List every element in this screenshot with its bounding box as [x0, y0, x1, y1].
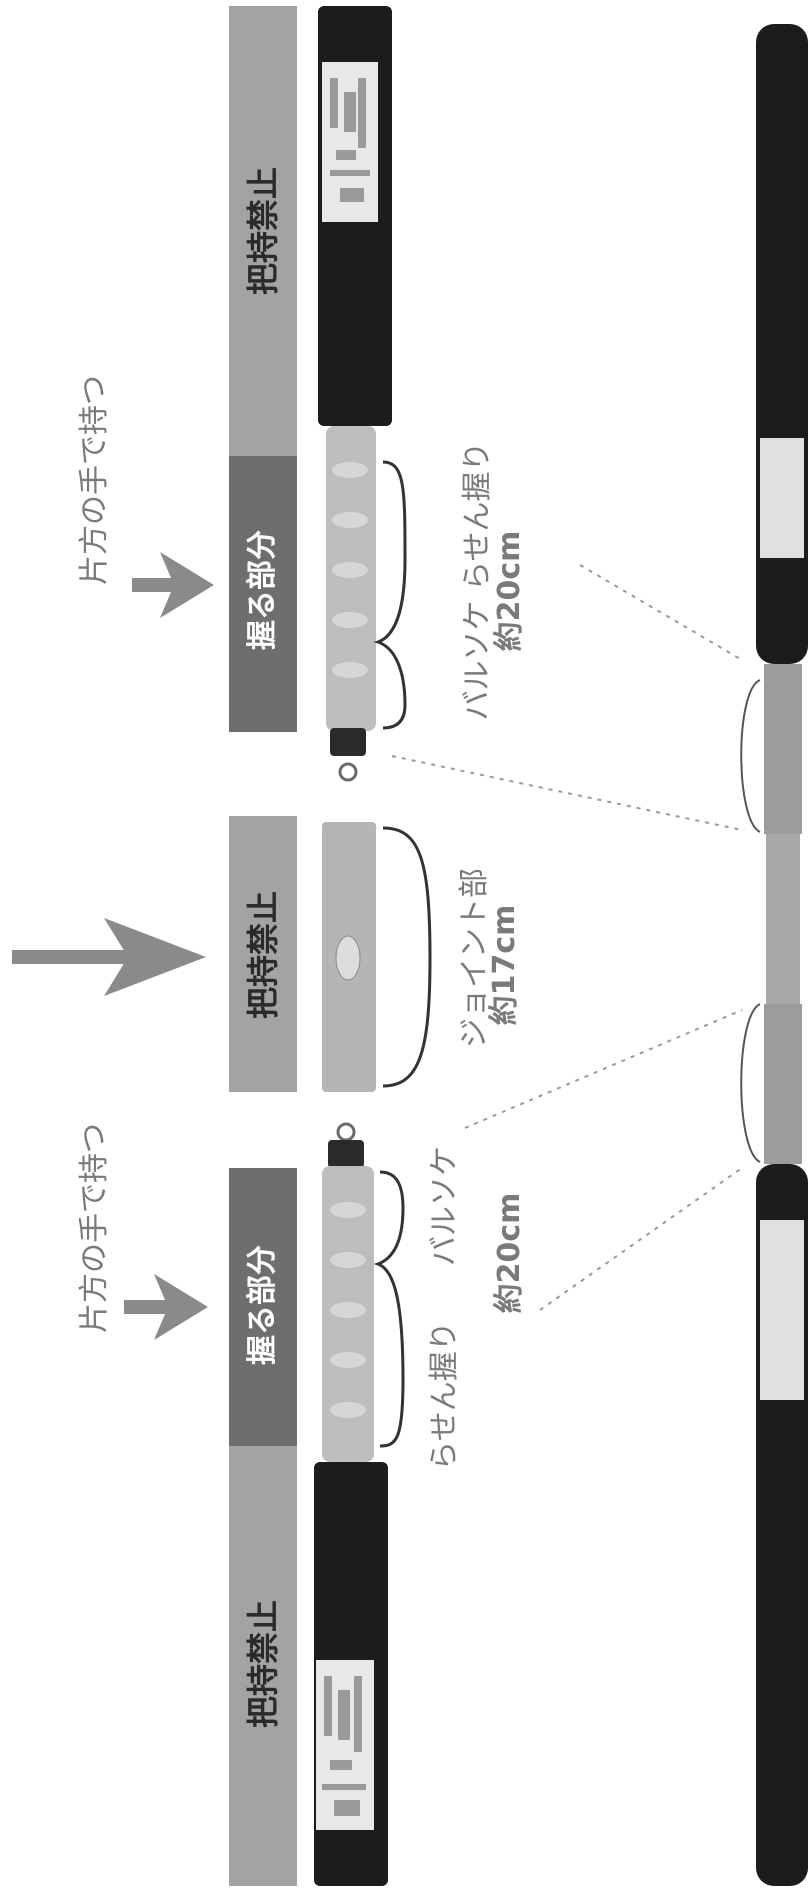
rod-brace-bottom [740, 1003, 761, 1163]
grip-tan-top [326, 426, 376, 731]
no-grip-label-bottom: 把持禁止 [244, 1600, 282, 1729]
grip-part-label-bottom: 握る部分 [245, 1245, 280, 1365]
arrow-right-icon-bottom [124, 1274, 208, 1340]
arrow-right-icon-middle [12, 918, 206, 996]
rod-label-top [760, 438, 804, 558]
about-20cm-label-bottom: 約20cm [492, 1192, 527, 1314]
grip-spiral-top [332, 462, 368, 678]
tip-ring-top [338, 762, 358, 782]
no-grip-label-top: 把持禁止 [244, 167, 282, 296]
tip-cap-top [330, 728, 366, 756]
about-20cm-label-top: 約20cm [492, 530, 527, 652]
rod-grip-bottom [764, 1004, 802, 1164]
grip-spiral-bottom [330, 1202, 366, 1418]
one-hand-label-bottom: 片方の手で持つ [77, 1123, 112, 1333]
about-17cm-label: 約17cm [487, 904, 522, 1026]
rod-joint [766, 834, 800, 1004]
one-hand-label-top: 片方の手で持つ [77, 375, 112, 585]
rod-handle-top [756, 24, 808, 664]
spiral-grip-label-bottom: らせん握り [427, 1321, 462, 1471]
handle-label-pattern-bottom [322, 1676, 366, 1816]
handle-label-pattern-top [330, 78, 370, 202]
no-grip-label-middle: 把持禁止 [244, 891, 282, 1020]
no-grip-bar-top [229, 6, 297, 456]
grip-part-label-top: 握る部分 [245, 530, 280, 650]
tip-ring-bottom [336, 1122, 356, 1142]
arrow-right-icon-top [132, 552, 214, 618]
curly-brace-icon-bottom [373, 1170, 405, 1448]
grip-part-bar-top [229, 456, 297, 732]
rod-grip-top [764, 664, 802, 834]
no-grip-bar-bottom [229, 1446, 297, 1886]
grip-part-bar-bottom [229, 1168, 297, 1446]
rod-brace-top [740, 679, 761, 833]
connector-lines [391, 564, 743, 1311]
joint-mark [335, 935, 361, 981]
rod-label-bottom [760, 1220, 804, 1400]
curly-brace-icon-top [373, 460, 407, 730]
tip-cap-bottom [328, 1140, 364, 1168]
balsa-label-bottom: バルソケ [427, 1146, 462, 1266]
curly-brace-icon-middle [382, 826, 432, 1088]
no-grip-bar-middle [229, 816, 297, 1092]
